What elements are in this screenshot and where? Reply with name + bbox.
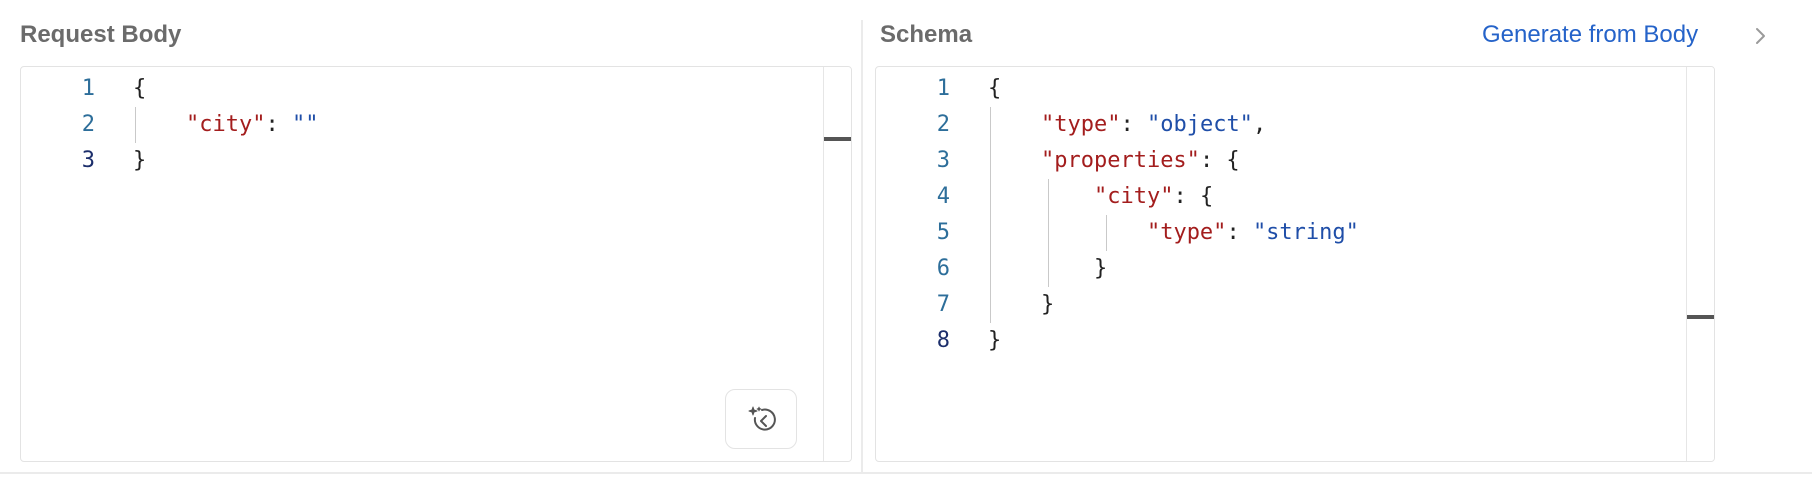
line-number: 2: [81, 112, 95, 137]
json-punctuation: : {: [1199, 148, 1240, 173]
json-punctuation: }: [133, 148, 147, 173]
code-line[interactable]: }: [133, 143, 821, 179]
chevron-right-icon[interactable]: [1746, 20, 1774, 52]
json-punctuation: :: [1120, 112, 1147, 137]
json-punctuation: {: [133, 76, 147, 101]
json-key: "type": [1146, 220, 1227, 245]
json-punctuation: [988, 148, 1041, 173]
code-line[interactable]: "properties": {: [988, 143, 1684, 179]
json-string: "string": [1252, 220, 1359, 245]
code-line[interactable]: }: [988, 287, 1684, 323]
code-area[interactable]: { "type": "object", "properties": { "cit…: [988, 71, 1684, 359]
line-number: 7: [936, 292, 950, 317]
line-number: 6: [936, 256, 950, 281]
schema-editor[interactable]: 1 2 3 4 5 6 7 8 { "type": "object", "properties…: [875, 66, 1715, 462]
line-number: 3: [936, 148, 950, 173]
request-body-editor[interactable]: 1 2 3 { "city": ""}: [20, 66, 852, 462]
indent-guide: [1048, 179, 1049, 287]
json-punctuation: : {: [1173, 184, 1214, 209]
line-number: 5: [936, 220, 950, 245]
code-line[interactable]: {: [133, 71, 821, 107]
json-punctuation: {: [988, 76, 1002, 101]
json-punctuation: }: [988, 292, 1055, 317]
line-number: 2: [936, 112, 950, 137]
schema-title: Schema: [880, 21, 973, 48]
panel-divider: [861, 20, 863, 472]
format-button[interactable]: [725, 389, 797, 449]
json-key: "properties": [1040, 148, 1200, 173]
code-line[interactable]: "city": "": [133, 107, 821, 143]
code-line[interactable]: "city": {: [988, 179, 1684, 215]
code-line[interactable]: {: [988, 71, 1684, 107]
json-punctuation: :: [265, 112, 292, 137]
scroll-position-marker: [1687, 315, 1714, 319]
line-number-gutter: 1 2 3 4 5 6 7 8: [876, 71, 950, 359]
code-line[interactable]: "type": "object",: [988, 107, 1684, 143]
code-line[interactable]: }: [988, 323, 1684, 359]
code-area[interactable]: { "city": ""}: [133, 71, 821, 179]
json-punctuation: [988, 184, 1094, 209]
json-punctuation: ,: [1252, 112, 1267, 137]
json-punctuation: [988, 112, 1041, 137]
indent-guide: [1106, 215, 1107, 251]
json-key: "type": [1040, 112, 1121, 137]
line-number-gutter: 1 2 3: [21, 71, 95, 179]
request-body-title: Request Body: [20, 21, 182, 48]
json-key: "city": [185, 112, 266, 137]
json-key: "city": [1093, 184, 1174, 209]
vertical-scrollbar[interactable]: [823, 67, 851, 461]
json-string: "": [291, 112, 319, 137]
line-number: 1: [81, 76, 95, 101]
code-line[interactable]: }: [988, 251, 1684, 287]
generate-from-body-button[interactable]: Generate from Body: [1482, 21, 1699, 48]
line-number: 3: [81, 148, 95, 173]
json-punctuation: :: [1226, 220, 1253, 245]
line-number: 4: [936, 184, 950, 209]
vertical-scrollbar[interactable]: [1686, 67, 1714, 461]
scroll-position-marker: [824, 137, 851, 141]
line-number: 8: [936, 328, 950, 353]
indent-guide: [990, 107, 991, 323]
indent-guide: [135, 107, 136, 143]
json-punctuation: [988, 220, 1147, 245]
code-line[interactable]: "type": "string": [988, 215, 1684, 251]
bottom-divider: [0, 472, 1812, 474]
json-punctuation: [133, 112, 186, 137]
json-punctuation: }: [988, 328, 1002, 353]
line-number: 1: [936, 76, 950, 101]
json-string: "object": [1146, 112, 1253, 137]
json-punctuation: }: [988, 256, 1108, 281]
